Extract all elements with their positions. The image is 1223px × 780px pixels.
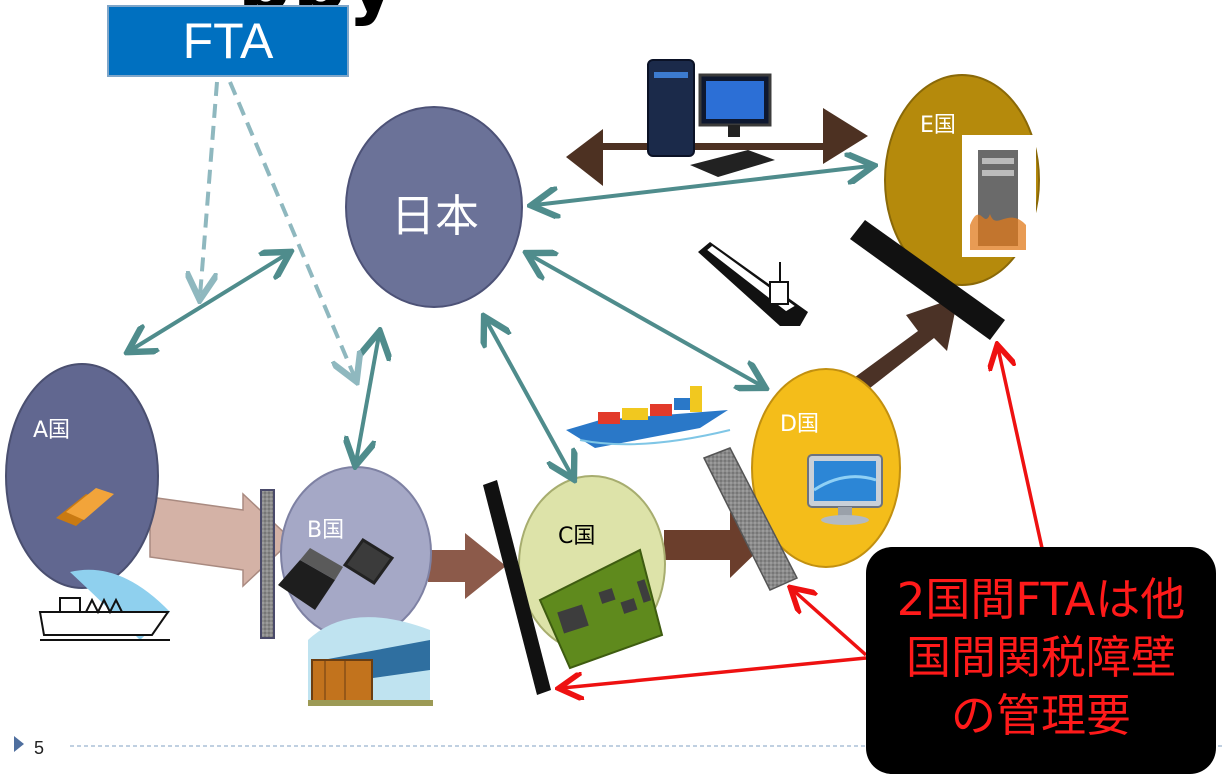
- country-label-e: E国: [920, 113, 956, 138]
- tariff-barrier-c-d: [702, 447, 799, 591]
- trade-arrow-b-to-c: [428, 533, 506, 599]
- chip-icon: [278, 537, 395, 610]
- link-d-to-japan: [530, 255, 762, 386]
- red-arrow-to-barrier-b-c: [562, 656, 867, 688]
- note-line-3: の管理要: [950, 689, 1131, 742]
- country-label-japan: 日本: [391, 191, 479, 242]
- circuit-board-icon: [538, 548, 664, 670]
- link-e-to-japan: [535, 166, 870, 205]
- fta-note-box: 2国間FTAは他 国間関税障壁 の管理要: [866, 547, 1216, 774]
- tanker-ship-icon: [698, 242, 808, 326]
- trade-arrow-d-to-e: [851, 297, 958, 388]
- monitor-icon: [807, 454, 883, 525]
- link-b-to-japan: [356, 335, 379, 462]
- note-line-2: 国間関税障壁: [905, 631, 1176, 684]
- page-marker-icon: [14, 736, 24, 752]
- link-a-to-japan: [131, 254, 287, 350]
- link-c-to-japan: [486, 320, 572, 476]
- country-label-a: A国: [33, 418, 71, 443]
- data-exchange-arrow: [566, 108, 868, 186]
- harbor-icon: [308, 617, 433, 706]
- country-circle-japan: [345, 106, 523, 308]
- country-label-d: D国: [780, 412, 819, 437]
- fta-box: FTA: [107, 5, 349, 77]
- red-arrow-to-barrier-d-e: [998, 348, 1044, 549]
- country-circle-a: [5, 363, 159, 589]
- page-number: 5: [34, 738, 45, 758]
- computer-icon: [647, 59, 775, 177]
- note-line-1: 2国間FTAは他: [896, 573, 1186, 626]
- fta-dashed-arrow-b: [228, 81, 355, 378]
- server-icon: [962, 135, 1036, 257]
- tariff-barrier-d-e: [850, 220, 1005, 340]
- tariff-barrier-a-b: [260, 489, 275, 639]
- country-label-b: B国: [307, 518, 345, 543]
- gold-ingot-icon: [56, 488, 114, 526]
- cargo-ship-icon: [38, 569, 170, 641]
- red-arrow-to-barrier-c-d: [793, 590, 868, 657]
- fta-dashed-arrow-a: [200, 81, 219, 296]
- country-label-c: C国: [558, 524, 596, 549]
- container-ship-icon: [566, 386, 731, 448]
- tariff-barrier-b-c: [483, 480, 551, 695]
